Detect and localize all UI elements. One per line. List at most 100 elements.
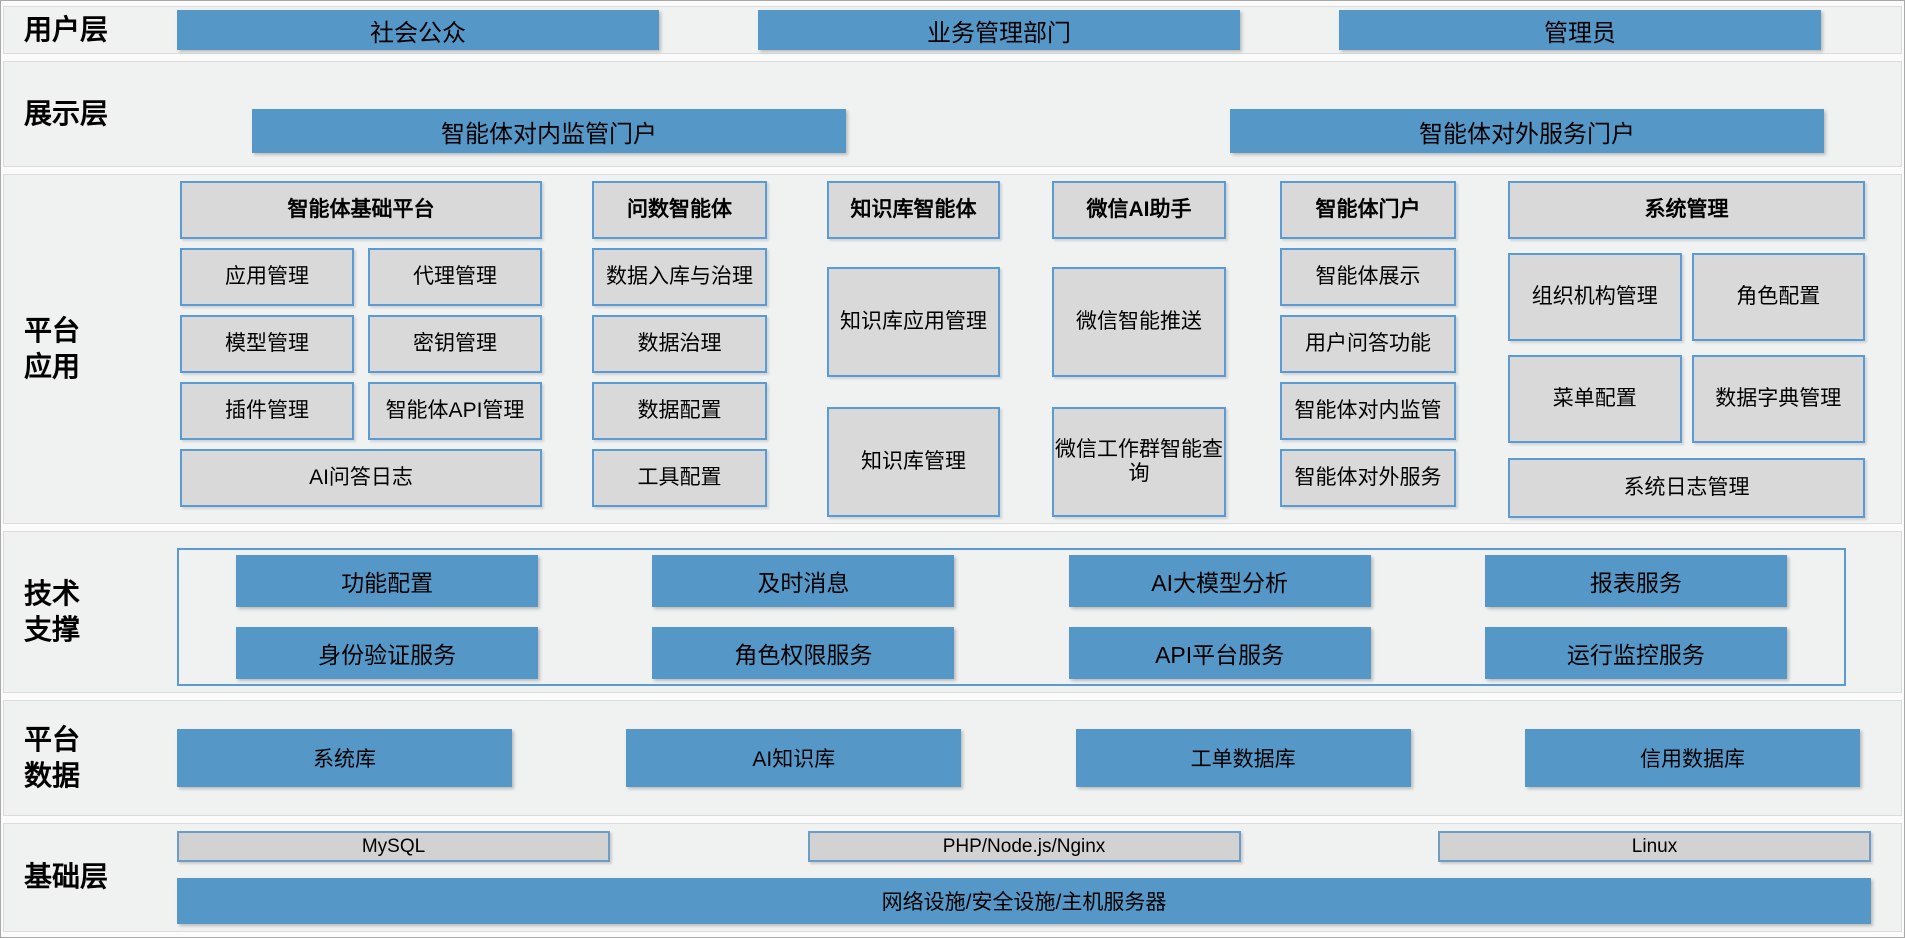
app-column-agent-base-platform: 智能体基础平台 应用管理 代理管理 模型管理 密钥管理 插件管理 智能体API管… — [180, 181, 542, 523]
display-layer-content: 智能体对内监管门户 智能体对外服务门户 — [177, 62, 1824, 166]
tech-support-content: 功能配置 及时消息 AI大模型分析 报表服务 身份验证服务 角色权限服务 API… — [177, 532, 1846, 692]
layer-label-line: 平台 — [24, 314, 81, 346]
layer-band-display: 展示层 智能体对内监管门户 智能体对外服务门户 — [3, 61, 1902, 167]
app-column-header: 微信AI助手 — [1052, 181, 1226, 239]
portal-box-internal: 智能体对内监管门户 — [252, 109, 846, 153]
layer-label-line: 平台 — [24, 723, 81, 755]
tech-support-row: 身份验证服务 角色权限服务 API平台服务 运行监控服务 — [179, 627, 1844, 679]
base-box-php-nodejs-nginx: PHP/Node.js/Nginx — [807, 831, 1241, 862]
app-column-knowledge-base-agent: 知识库智能体 知识库应用管理 知识库管理 — [827, 181, 1000, 523]
data-box-system-db: 系统库 — [177, 729, 512, 787]
user-box-business-dept: 业务管理部门 — [758, 10, 1240, 50]
app-cell: 工具配置 — [592, 449, 767, 507]
tech-slot: 身份验证服务 — [179, 627, 595, 679]
base-box-mysql: MySQL — [177, 831, 610, 862]
user-box-public: 社会公众 — [177, 10, 659, 50]
layer-label-text: 用户层 — [24, 13, 109, 45]
app-cell: 角色配置 — [1691, 253, 1865, 341]
app-column-agent-portal: 智能体门户 智能体展示 用户问答功能 智能体对内监管 智能体对外服务 — [1280, 181, 1456, 523]
tech-slot: 报表服务 — [1428, 555, 1844, 607]
tech-slot: AI大模型分析 — [1012, 555, 1428, 607]
app-column-system-management: 系统管理 组织机构管理 角色配置 菜单配置 数据字典管理 系统日志管理 — [1508, 181, 1865, 523]
app-cell-tall: 微信智能推送 — [1052, 267, 1226, 377]
data-box-ai-knowledge-db: AI知识库 — [626, 729, 962, 787]
tech-slot: 角色权限服务 — [595, 627, 1011, 679]
layer-label-user: 用户层 — [4, 7, 177, 53]
app-cell-tall: 知识库应用管理 — [827, 267, 1000, 377]
app-cell: 应用管理 — [180, 248, 354, 306]
app-cell: 菜单配置 — [1508, 355, 1682, 443]
app-cell: 智能体展示 — [1280, 248, 1456, 306]
base-layer-content: MySQL PHP/Node.js/Nginx Linux 网络设施/安全设施/… — [177, 824, 1871, 931]
layer-label-line: 应用 — [24, 351, 81, 382]
tech-box-report-service: 报表服务 — [1484, 555, 1787, 607]
tech-box-api-platform: API平台服务 — [1068, 627, 1371, 679]
layer-label-text: 基础层 — [24, 861, 109, 893]
user-layer-content: 社会公众 业务管理部门 管理员 — [177, 7, 1821, 53]
app-cell: 数据配置 — [592, 382, 767, 440]
tech-slot: 及时消息 — [595, 555, 1011, 607]
tech-box-function-config: 功能配置 — [236, 555, 539, 607]
tech-box-operation-monitoring: 运行监控服务 — [1484, 627, 1787, 679]
tech-box-instant-message: 及时消息 — [652, 555, 955, 607]
tech-support-container: 功能配置 及时消息 AI大模型分析 报表服务 身份验证服务 角色权限服务 API… — [177, 548, 1846, 686]
platform-app-content: 智能体基础平台 应用管理 代理管理 模型管理 密钥管理 插件管理 智能体API管… — [177, 175, 1865, 523]
tech-slot: 运行监控服务 — [1428, 627, 1844, 679]
app-cell-pair: 组织机构管理 角色配置 — [1508, 253, 1865, 341]
app-column-data-query-agent: 问数智能体 数据入库与治理 数据治理 数据配置 工具配置 — [592, 181, 767, 523]
app-cell-wide: AI问答日志 — [180, 449, 542, 507]
layer-label-line: 数据 — [24, 760, 81, 791]
app-cell-wide: 系统日志管理 — [1508, 458, 1865, 518]
app-column-header: 系统管理 — [1508, 181, 1865, 239]
app-cell-tall: 知识库管理 — [827, 407, 1000, 517]
platform-data-content: 系统库 AI知识库 工单数据库 信用数据库 — [177, 701, 1860, 815]
app-cell: 智能体对内监管 — [1280, 382, 1456, 440]
app-column-header: 智能体门户 — [1280, 181, 1456, 239]
tech-box-ai-model-analysis: AI大模型分析 — [1068, 555, 1371, 607]
layer-band-tech-support: 技术 支撑 功能配置 及时消息 AI大模型分析 报表服务 身份验证服务 角色权限… — [3, 531, 1902, 693]
tech-box-role-permission: 角色权限服务 — [652, 627, 955, 679]
portal-box-external: 智能体对外服务门户 — [1230, 109, 1824, 153]
app-cell: 数据治理 — [592, 315, 767, 373]
tech-box-identity-verification: 身份验证服务 — [236, 627, 539, 679]
data-box-credit-db: 信用数据库 — [1524, 729, 1860, 787]
app-cell-pair: 模型管理 密钥管理 — [180, 315, 542, 373]
app-cell-pair: 应用管理 代理管理 — [180, 248, 542, 306]
app-cell: 数据入库与治理 — [592, 248, 767, 306]
base-tech-row: MySQL PHP/Node.js/Nginx Linux — [177, 831, 1871, 862]
layer-band-platform-app: 平台 应用 智能体基础平台 应用管理 代理管理 模型管理 密钥管理 插件管理 智… — [3, 174, 1902, 524]
app-cell: 数据字典管理 — [1691, 355, 1865, 443]
layer-label-line: 支撑 — [24, 614, 81, 645]
infra-box-network-security-host: 网络设施/安全设施/主机服务器 — [177, 878, 1871, 924]
app-column-wechat-ai-assistant: 微信AI助手 微信智能推送 微信工作群智能查询 — [1052, 181, 1226, 523]
app-cell-pair: 插件管理 智能体API管理 — [180, 382, 542, 440]
layer-label-platform-app: 平台 应用 — [4, 175, 177, 523]
app-column-header: 智能体基础平台 — [180, 181, 542, 239]
app-column-header: 知识库智能体 — [827, 181, 1000, 239]
app-cell-pair: 菜单配置 数据字典管理 — [1508, 355, 1865, 443]
layer-band-user: 用户层 社会公众 业务管理部门 管理员 — [3, 6, 1902, 54]
base-box-linux: Linux — [1438, 831, 1871, 862]
app-cell-tall: 微信工作群智能查询 — [1052, 407, 1226, 517]
app-cell: 用户问答功能 — [1280, 315, 1456, 373]
app-column-header: 问数智能体 — [592, 181, 767, 239]
tech-slot: 功能配置 — [179, 555, 595, 607]
app-cell: 代理管理 — [368, 248, 542, 306]
tech-support-row: 功能配置 及时消息 AI大模型分析 报表服务 — [179, 555, 1844, 607]
layer-label-platform-data: 平台 数据 — [4, 701, 177, 815]
app-cell: 组织机构管理 — [1508, 253, 1682, 341]
app-cell: 插件管理 — [180, 382, 354, 440]
app-cell: 模型管理 — [180, 315, 354, 373]
data-box-work-order-db: 工单数据库 — [1075, 729, 1411, 787]
layer-band-platform-data: 平台 数据 系统库 AI知识库 工单数据库 信用数据库 — [3, 700, 1902, 816]
user-box-admin: 管理员 — [1339, 10, 1821, 50]
tech-slot: API平台服务 — [1012, 627, 1428, 679]
layer-label-text: 展示层 — [24, 97, 109, 129]
layer-label-base: 基础层 — [4, 824, 177, 931]
app-cell: 智能体API管理 — [368, 382, 542, 440]
layer-label-tech-support: 技术 支撑 — [4, 532, 177, 692]
layer-label-line: 技术 — [24, 577, 81, 609]
app-cell: 智能体对外服务 — [1280, 449, 1456, 507]
layer-label-display: 展示层 — [4, 62, 177, 166]
